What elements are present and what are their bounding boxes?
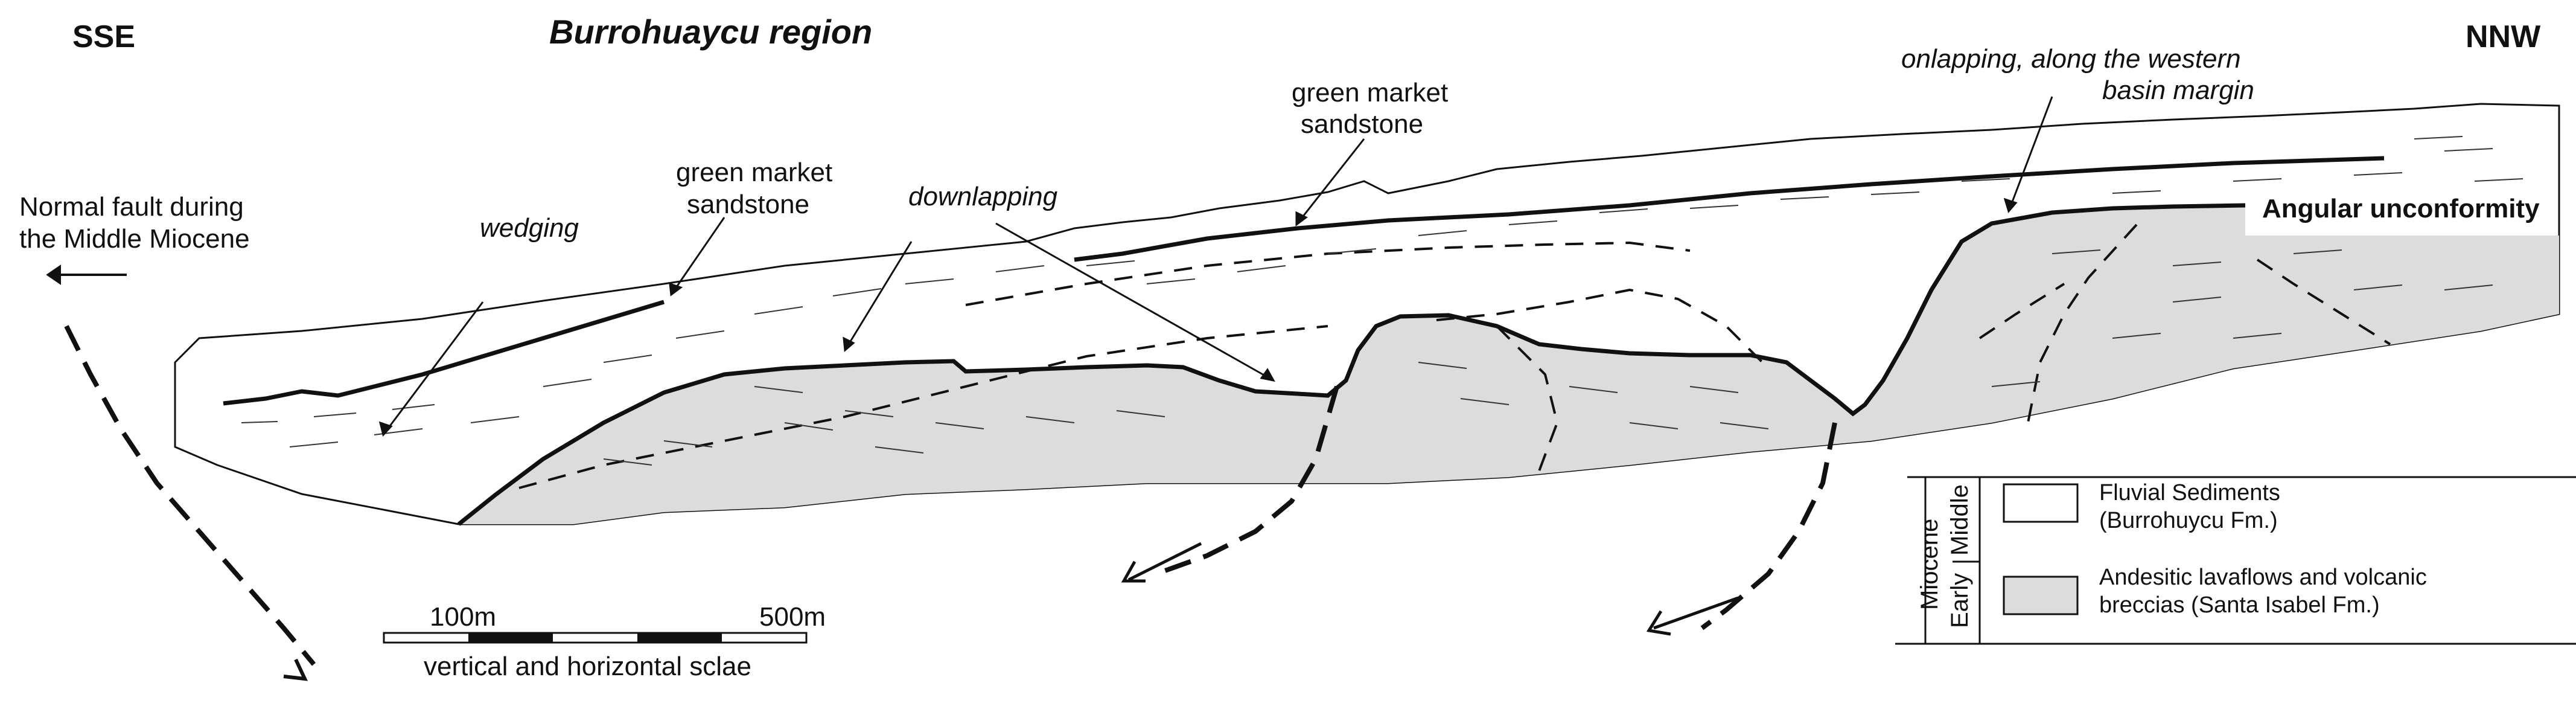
green-market-label-1-line-1: green market (676, 158, 832, 187)
scale-left-label: 100m (430, 602, 496, 632)
legend: Miocene Early Middle Fluvial Sediments (… (1895, 476, 2576, 645)
leader-arrows (378, 96, 2053, 437)
dashed-horizon-2 (965, 241, 1691, 306)
legend-epoch-label: Miocene (1916, 519, 1943, 610)
legend-volcanic-line-1: Andesitic lavaflows and volcanic (2099, 565, 2427, 590)
legend-swatch-volcanic (2003, 576, 2079, 615)
fault-direction-arrow-head (46, 265, 61, 285)
dashed-internal-fault-4 (1978, 283, 2065, 339)
unconformity-line (457, 203, 2246, 526)
normal-fault-right-arrow (1653, 596, 1739, 630)
normal-fault-label-line-2: the Middle Miocene (19, 224, 250, 254)
angular-unconformity-label: Angular unconformity (2262, 194, 2540, 223)
scale-caption: vertical and horizontal sclae (424, 652, 751, 681)
scale-bar-segment-1 (468, 633, 553, 643)
normal-fault-label-line-1: Normal fault during (19, 192, 244, 222)
direction-label-sse: SSE (72, 19, 135, 54)
scale-bar-segment-2 (637, 633, 722, 643)
direction-label-nnw: NNW (2466, 19, 2541, 54)
wedging-label: wedging (480, 213, 579, 243)
normal-fault-right (1700, 422, 1837, 630)
legend-middle-label: Middle (1946, 484, 1973, 556)
normal-fault-left-arrow-head (283, 658, 308, 681)
legend-fluvial-line-2: (Burrohuycu Fm.) (2099, 508, 2278, 533)
legend-early-label: Early (1946, 573, 1973, 628)
green-market-sandstone-line-1 (223, 300, 665, 406)
downlapping-label: downlapping (908, 182, 1058, 211)
bedding-hatching (241, 136, 2523, 466)
volcanic-unit-fill (459, 205, 2559, 524)
dashed-internal-fault-3 (2256, 258, 2391, 345)
dashed-internal-fault-1 (1496, 325, 1559, 472)
legend-fluvial-line-1: Fluvial Sediments (2099, 480, 2280, 505)
normal-fault-left (64, 325, 316, 666)
onlapping-label-line-1: onlapping, along the western (1901, 44, 2241, 74)
scale-bar-outline (383, 632, 808, 644)
normal-fault-right-arrow-head (1646, 610, 1671, 636)
scale-right-label: 500m (759, 602, 826, 632)
legend-swatch-fluvial (2003, 483, 2079, 523)
dashed-horizon-3 (1436, 288, 1764, 364)
onlapping-label-line-2: basin margin (2102, 75, 2254, 105)
normal-fault-center-arrow (1127, 542, 1202, 582)
legend-volcanic-line-2: breccias (Santa Isabel Fm.) (2099, 592, 2380, 618)
diagram-title: Burrohuaycu region (549, 13, 872, 51)
green-market-label-1-line-2: sandstone (687, 190, 809, 219)
normal-fault-center-arrow-head (1121, 560, 1146, 583)
scale-bar: 100m 500m vertical and horizontal sclae (383, 602, 826, 681)
green-market-sandstone-line-2 (1074, 156, 2385, 262)
green-market-label-2-line-2: sandstone (1301, 109, 1423, 139)
normal-fault-center (1164, 385, 1339, 573)
green-market-label-2-line-1: green market (1292, 78, 1448, 107)
